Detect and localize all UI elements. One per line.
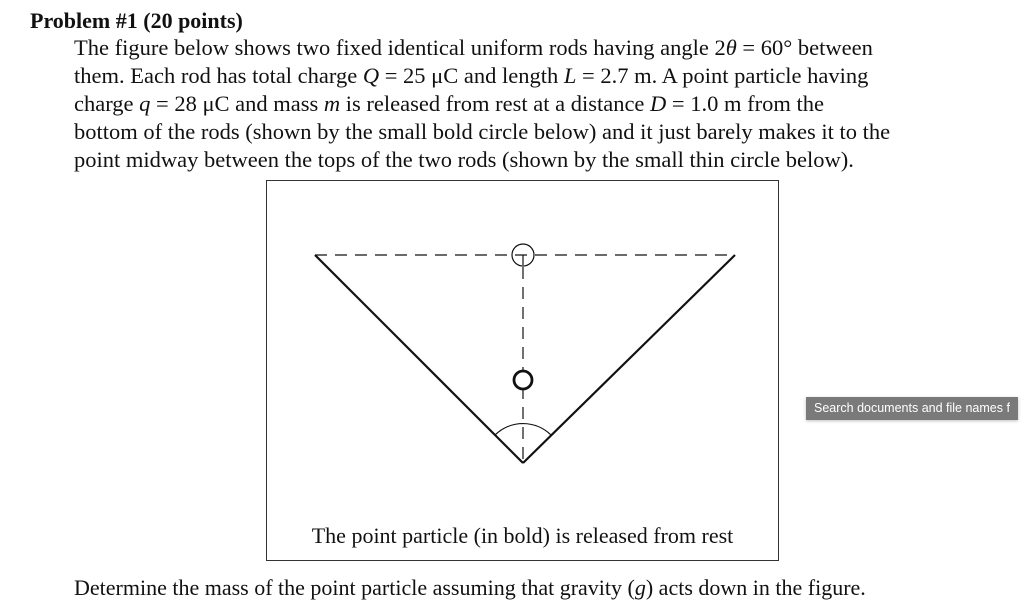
statement-line-1: The figure below shows two fixed identic… (74, 34, 1014, 62)
text: charge (74, 91, 140, 116)
right-rod (522, 254, 736, 464)
statement-line-3: charge q = 28 μC and mass m is released … (74, 90, 1014, 118)
problem-title: Problem #1 (20 points) (30, 8, 243, 33)
text: = 2.7 m. A point particle having (576, 63, 869, 88)
text: = 1.0 m from the (666, 91, 824, 116)
q-symbol: q (139, 91, 151, 116)
problem-statement: The figure below shows two fixed identic… (74, 34, 1014, 174)
statement-line-4: bottom of the rods (shown by the small b… (74, 119, 891, 144)
L-symbol: L (563, 63, 577, 88)
left-rod (314, 254, 524, 464)
text: ) acts down in the figure. (645, 575, 866, 600)
D-symbol: D (650, 91, 667, 116)
Q-symbol: Q (362, 63, 380, 88)
m-symbol: m (323, 91, 341, 116)
g-symbol: g (634, 575, 646, 600)
theta-symbol: θ (725, 35, 737, 60)
text: Determine the mass of the point particle… (74, 575, 635, 600)
destination-circle-icon (511, 243, 535, 267)
text: = 60° between (736, 35, 873, 60)
rods-diagram (314, 243, 736, 464)
figure-caption: The point particle (in bold) is released… (311, 523, 734, 548)
statement-line-2: them. Each rod has total charge Q = 25 μ… (74, 62, 1014, 90)
search-tooltip: Search documents and file names f (806, 397, 1018, 420)
statement-line-5: point midway between the tops of the two… (74, 147, 854, 172)
angle-arc (494, 422, 552, 436)
figure-box: The point particle (in bold) is released… (266, 180, 779, 561)
question-text: Determine the mass of the point particle… (74, 574, 866, 602)
particle-circle-icon (512, 369, 534, 391)
text: is released from rest at a distance (340, 91, 651, 116)
text: = 25 μC and length (379, 63, 564, 88)
text: them. Each rod has total charge (74, 63, 363, 88)
text: = 28 μC and mass (150, 91, 324, 116)
text: The figure below shows two fixed identic… (74, 35, 726, 60)
